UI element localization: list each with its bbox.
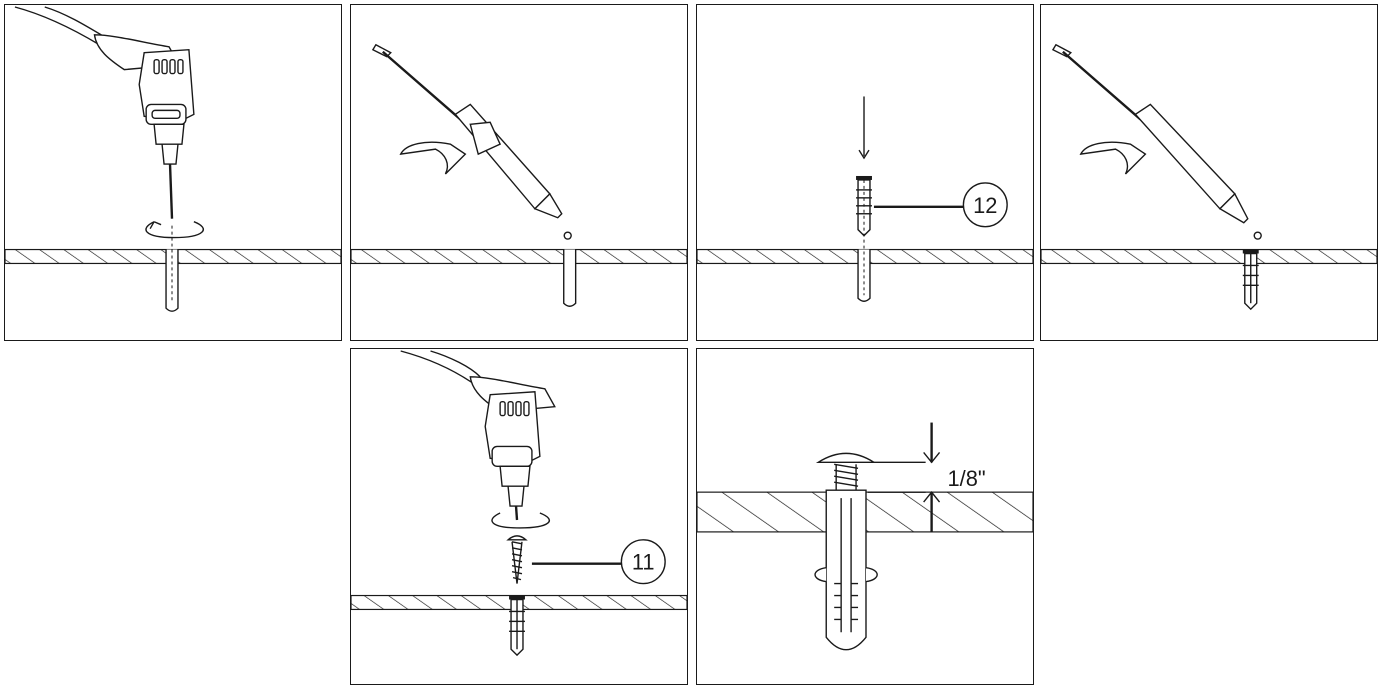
trigger: [399, 141, 467, 175]
chuck: [507, 485, 525, 507]
vent-slots: [499, 400, 530, 417]
step-1-panel: [4, 4, 342, 341]
plastic-anchor-detail: [814, 489, 878, 651]
step-4-panel: [1040, 4, 1378, 341]
adhesive-drop: [563, 231, 572, 240]
screw-head: [815, 452, 877, 491]
chuck: [161, 143, 179, 165]
callout-label: 12: [973, 193, 997, 218]
callout-circle: [962, 182, 1008, 228]
drill-hole: [563, 249, 577, 307]
screwdriver-bit: [514, 505, 519, 521]
caulk-tube: [454, 103, 551, 210]
step-2-diagram: [351, 43, 687, 307]
trigger: [1079, 141, 1147, 175]
step-2-panel: [350, 4, 688, 341]
step-6-panel: 1/8": [696, 348, 1034, 685]
plunger-rod: [382, 50, 462, 121]
nozzle: [533, 192, 563, 219]
rotation-arrow: [491, 512, 551, 529]
nozzle: [1218, 192, 1249, 224]
step-5-diagram: 11: [351, 350, 687, 657]
dimension-arrows: [923, 422, 941, 532]
step-6-diagram: 1/8": [697, 422, 1033, 651]
plunger-rod: [1062, 50, 1142, 121]
callout-label: 11: [632, 550, 655, 575]
plastic-anchor: [509, 595, 525, 657]
screw: [506, 535, 528, 584]
gap-dimension-label: 1/8": [948, 466, 986, 491]
drill-bit: [168, 164, 174, 219]
step-3-diagram: 12: [697, 96, 1033, 302]
step-4-diagram: [1041, 43, 1377, 311]
caulk-tube: [1134, 103, 1236, 210]
wall-section: [351, 248, 687, 265]
callout-circle: [620, 539, 666, 585]
wall-section: [1041, 248, 1377, 265]
step-5-panel: 11: [350, 348, 688, 685]
plastic-anchor: [1242, 249, 1259, 311]
vent-slots: [153, 58, 184, 75]
step-1-diagram: [5, 6, 341, 312]
step-3-panel: 12: [696, 4, 1034, 341]
rotation-arrow: [145, 221, 205, 239]
adhesive-drop: [1253, 231, 1262, 240]
